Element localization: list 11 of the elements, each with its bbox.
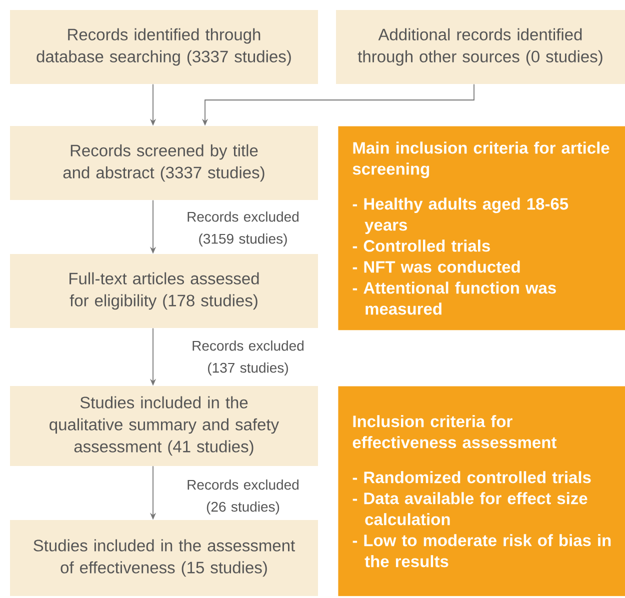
process-box: Records identified through database searching (3337 studies) [10,10,318,84]
process-box: Records screened by title and abstract (3337 studies) [10,126,318,200]
criteria-box: Inclusion criteria for effectiveness assessment - Randomized controlled trials - Data available for effect size calculation - Low to moderate risk of bias in the results [338,386,625,596]
process-box: Studies included in the qualitative summary and safety assessment (41 studies) [10,386,318,466]
edge-label: Records excluded (3159 studies) [174,210,312,248]
process-box: Additional records identified through other sources (0 studies) [336,10,625,84]
criteria-box: Main inclusion criteria for article screening - Healthy adults aged 18-65 years - Controlled trials - NFT was conducted - Attentional function was measured [338,126,625,330]
edge-label: Records excluded (26 studies) [174,478,312,516]
edge-label: Records excluded (137 studies) [180,339,316,376]
process-box: Full-text articles assessed for eligibility (178 studies) [10,254,318,328]
process-box: Studies included in the assessment of effectiveness (15 studies) [10,520,318,596]
